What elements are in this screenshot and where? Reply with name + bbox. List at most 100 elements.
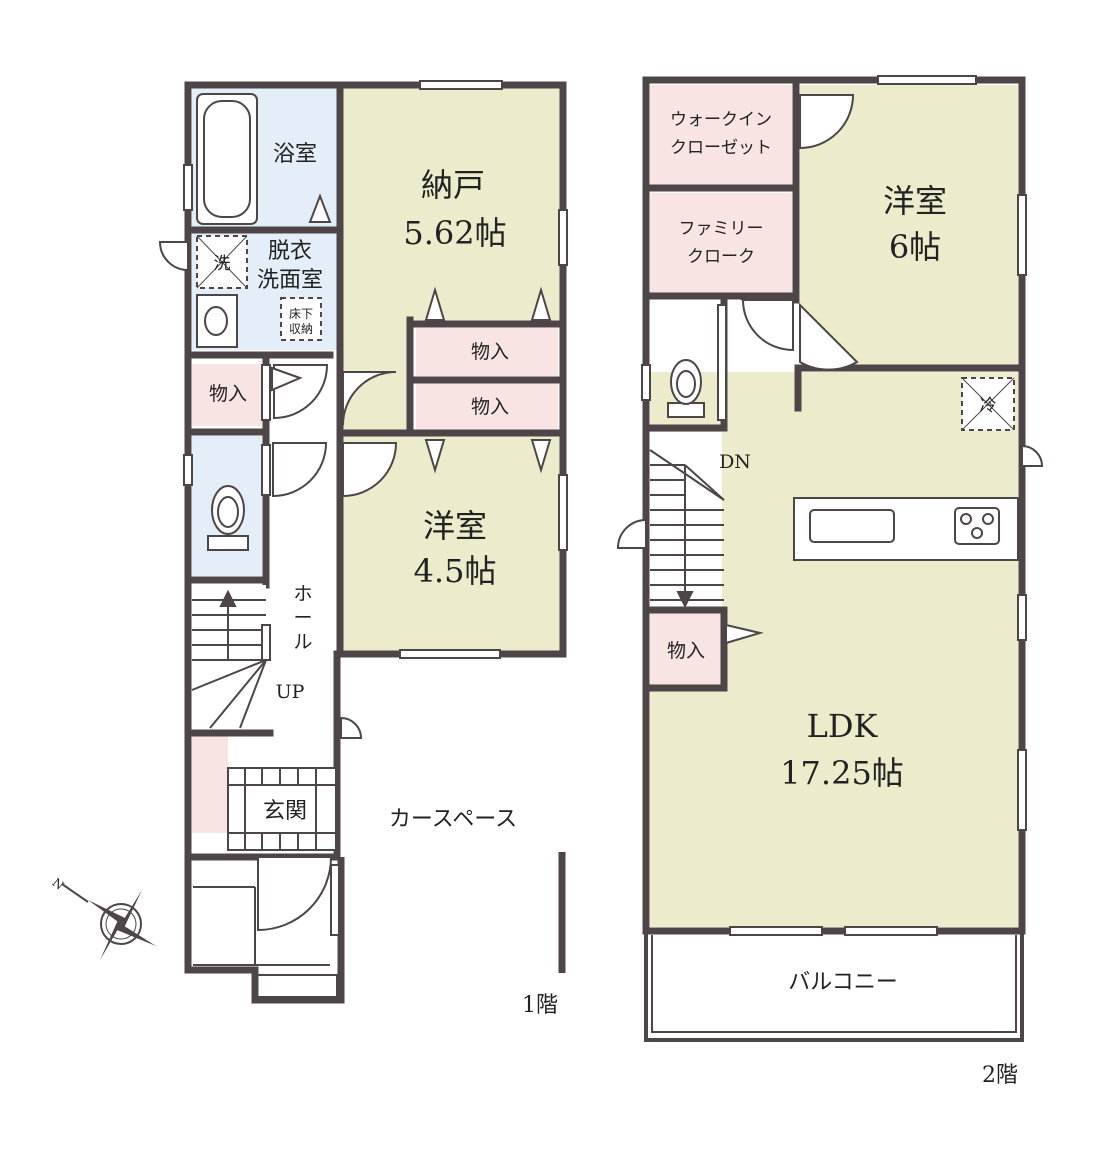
door-entrance: [257, 856, 333, 932]
hall-char-1: ホ: [293, 583, 312, 605]
door-dressing: [158, 241, 189, 272]
western-1f-name: 洋室: [423, 507, 487, 545]
walk-in-closet: [650, 85, 792, 185]
window-porch: [330, 864, 340, 936]
window-storeroom-east: [558, 209, 568, 266]
western-2f-name: 洋室: [883, 182, 947, 220]
window-western-south: [399, 649, 501, 659]
kitchen-counter: [793, 497, 1019, 561]
under-floor-storage: [280, 297, 322, 341]
porch-step-box: [254, 974, 338, 998]
window-stairs: [261, 624, 271, 661]
window-western-east: [1017, 194, 1027, 276]
doors-1f: [158, 241, 552, 932]
family-line2: クローク: [687, 247, 755, 267]
doors-2f: [616, 94, 1044, 645]
bath-door-icon: [308, 193, 332, 223]
washer-mark: 洗: [214, 254, 231, 274]
closet-a: [416, 328, 558, 376]
door-side-hall: [340, 716, 363, 739]
storeroom-size: 5.62帖: [403, 214, 506, 252]
compass-rose-icon: [61, 883, 156, 960]
dressing-line1: 脱衣: [268, 239, 312, 264]
storeroom-shelf-arrow-2: [530, 286, 552, 321]
storeroom: [340, 88, 560, 323]
stairs-1f: [191, 585, 267, 729]
fridge-mark: 冷: [980, 396, 997, 416]
under-floor-line2: 収納: [289, 322, 313, 336]
stairs-dn-label: DN: [719, 451, 751, 473]
fridge-x2: [961, 377, 1015, 431]
western-shelf-arrow-2: [530, 439, 552, 474]
window-ldk-east-1: [1017, 594, 1027, 641]
door-western-2f: [799, 302, 859, 371]
compass-north-label: N: [49, 875, 66, 892]
dressing-line2: 洗面室: [257, 268, 323, 293]
window-western-top: [877, 75, 977, 85]
closet-a-label: 物入: [471, 341, 509, 363]
bathroom-label: 浴室: [273, 142, 317, 167]
window-bath-west: [183, 164, 193, 211]
door-western-1f: [342, 442, 398, 498]
washer-x2: [196, 235, 248, 289]
window-ldk-east-2: [1017, 749, 1027, 831]
storeroom-shelf-arrow-1: [424, 286, 446, 321]
closet-hall-label: 物入: [209, 383, 247, 405]
closet-b: [416, 383, 558, 431]
closet-b-label: 物入: [471, 396, 509, 418]
stairs-2f: [649, 449, 725, 609]
door-wic: [799, 94, 855, 150]
carport-label: カースペース: [389, 807, 517, 832]
stairs-up-label: UP: [276, 681, 305, 703]
window-western-east: [558, 474, 568, 551]
floor2-label: 2階: [982, 1063, 1018, 1088]
window-toilet-2f: [641, 364, 651, 401]
western-2f-size: 6帖: [889, 228, 941, 266]
entrance-storage: [192, 733, 228, 833]
basin-bowl-icon: [204, 306, 228, 336]
toilet-icon: [207, 485, 249, 551]
wic-line2: クローゼット: [670, 138, 772, 158]
windows-2f: [641, 75, 1027, 936]
ldk-size: 17.25帖: [780, 754, 904, 792]
hall-char-3: ル: [293, 631, 312, 653]
floor1-label: 1階: [522, 993, 558, 1018]
storeroom-name: 納戸: [421, 166, 485, 204]
under-floor-line1: 床下: [289, 307, 313, 321]
window-storeroom-top: [419, 80, 503, 90]
floor-2: DN 冷: [616, 75, 1044, 1088]
entrance-label-bg: [248, 790, 314, 830]
family-closet: [650, 193, 792, 293]
door-hall-strip: [261, 364, 271, 421]
western-1f-size: 4.5帖: [414, 552, 497, 590]
western-shelf-arrow-1: [424, 439, 446, 474]
hall-char-2: ー: [293, 607, 312, 629]
sink-icon: [809, 509, 895, 543]
window-toilet-west: [183, 454, 193, 486]
door-stairs-side: [616, 518, 647, 549]
basin: [196, 294, 238, 348]
balcony: [644, 931, 1024, 1042]
door-toilet-strip: [261, 444, 271, 496]
closet-2f-label: 物入: [667, 640, 705, 662]
ldk-name: LDK: [807, 707, 879, 745]
bathtub: [196, 93, 258, 225]
balcony-label: バルコニー: [788, 970, 898, 995]
windows-1f: [183, 80, 568, 936]
door-storeroom: [342, 371, 397, 426]
closet-2f-arrow: [725, 623, 764, 645]
window-toilet-2f-b: [717, 304, 727, 421]
closet-2f: [650, 612, 722, 684]
entrance-label: 玄関: [263, 799, 307, 824]
family-line1: ファミリー: [679, 219, 764, 239]
closet-hall: [192, 364, 262, 426]
outer-wall-2f: [642, 76, 1026, 935]
wic-line1: ウォークイン: [670, 110, 772, 130]
window-ldk-south-1: [729, 926, 823, 936]
door-ldk-east: [1021, 444, 1044, 467]
window-ldk-south-2: [844, 926, 938, 936]
outer-wall-1f: [184, 81, 567, 861]
door-toilet-1f: [272, 442, 328, 498]
floor-1: 洗 床下 収納 UP: [158, 80, 568, 1018]
